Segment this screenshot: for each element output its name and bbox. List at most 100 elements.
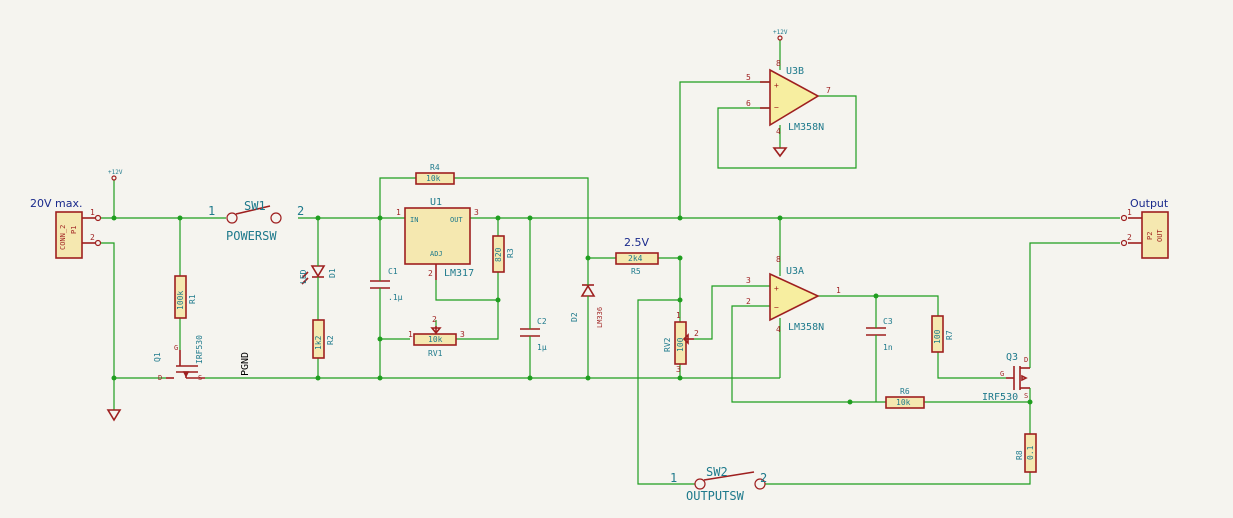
power-symbol-12v-u3: +12V bbox=[773, 29, 788, 41]
wires bbox=[100, 40, 1120, 485]
svg-text:ADJ: ADJ bbox=[430, 250, 443, 258]
svg-text:IRF530: IRF530 bbox=[195, 335, 204, 364]
regulator-u1: IN OUT ADJ U1 LM317 1 2 3 bbox=[396, 197, 479, 280]
svg-text:S: S bbox=[1024, 392, 1028, 400]
resistor-r7: 100 R7 bbox=[931, 315, 954, 353]
svg-text:OUTPUTSW: OUTPUTSW bbox=[686, 489, 745, 503]
resistor-r3: 820 R3 bbox=[492, 235, 515, 273]
svg-text:100: 100 bbox=[933, 329, 942, 344]
pgnd-label: PGND bbox=[240, 352, 251, 376]
zener-d2: D2 LM336 bbox=[570, 282, 604, 328]
svg-text:2: 2 bbox=[746, 297, 751, 306]
svg-text:1: 1 bbox=[670, 471, 677, 485]
svg-text:C3: C3 bbox=[883, 317, 893, 326]
svg-text:RV2: RV2 bbox=[663, 337, 672, 352]
svg-text:3: 3 bbox=[460, 330, 465, 339]
svg-text:R4: R4 bbox=[430, 163, 440, 172]
svg-text:1: 1 bbox=[90, 208, 95, 217]
svg-text:3: 3 bbox=[474, 208, 479, 217]
svg-text:R3: R3 bbox=[506, 248, 515, 258]
capacitor-c3: C3 1n bbox=[866, 317, 893, 352]
svg-text:2: 2 bbox=[694, 329, 699, 338]
vref-label: 2.5V bbox=[624, 236, 649, 249]
svg-text:LM358N: LM358N bbox=[788, 122, 824, 133]
svg-text:4: 4 bbox=[776, 127, 781, 136]
svg-text:R7: R7 bbox=[945, 330, 954, 340]
resistor-r1: 100k R1 bbox=[174, 275, 197, 319]
resistor-r8: 0.1 R8 bbox=[1015, 433, 1037, 473]
ground-symbol-main bbox=[106, 409, 122, 422]
svg-text:LM358N: LM358N bbox=[788, 322, 824, 333]
svg-text:7: 7 bbox=[826, 86, 831, 95]
svg-text:R1: R1 bbox=[188, 294, 197, 304]
opamp-u3a: + − 3 2 1 8 4 U3A LM358N bbox=[746, 255, 841, 334]
svg-text:2: 2 bbox=[90, 233, 95, 242]
svg-text:U3B: U3B bbox=[786, 66, 804, 77]
svg-text:Q3: Q3 bbox=[1006, 352, 1018, 363]
svg-text:6: 6 bbox=[746, 99, 751, 108]
svg-text:−: − bbox=[774, 103, 779, 112]
svg-text:+: + bbox=[774, 81, 779, 90]
svg-text:SW1: SW1 bbox=[244, 199, 266, 213]
svg-text:.1µ: .1µ bbox=[388, 293, 403, 302]
svg-text:100: 100 bbox=[676, 337, 685, 352]
svg-text:10k: 10k bbox=[428, 335, 443, 344]
resistor-r4: 10k R4 bbox=[415, 163, 455, 185]
svg-text:P2: P2 bbox=[1146, 232, 1154, 240]
svg-text:+12V: +12V bbox=[773, 29, 788, 36]
svg-text:D1: D1 bbox=[328, 268, 337, 278]
capacitor-c1: C1 .1µ bbox=[370, 267, 403, 302]
svg-text:8: 8 bbox=[776, 255, 781, 264]
svg-text:2: 2 bbox=[297, 204, 304, 218]
svg-text:−: − bbox=[774, 303, 779, 312]
svg-text:2k4: 2k4 bbox=[628, 254, 643, 263]
svg-text:1k2: 1k2 bbox=[314, 335, 323, 350]
svg-text:U3A: U3A bbox=[786, 266, 804, 277]
output-label: Output bbox=[1130, 197, 1169, 210]
svg-text:1: 1 bbox=[396, 208, 401, 217]
svg-text:U1: U1 bbox=[430, 197, 442, 208]
led-d1: LED D1 bbox=[299, 262, 337, 286]
resistor-r5: 2k4 R5 bbox=[615, 252, 659, 276]
svg-text:LM336: LM336 bbox=[596, 307, 604, 328]
svg-text:POWERSW: POWERSW bbox=[226, 229, 277, 243]
svg-text:IN: IN bbox=[410, 216, 418, 224]
connector-p2: P2 OUT 1 2 bbox=[1120, 208, 1169, 259]
svg-text:G: G bbox=[1000, 370, 1004, 378]
svg-text:1n: 1n bbox=[883, 343, 893, 352]
svg-text:D: D bbox=[1024, 356, 1028, 364]
svg-text:8: 8 bbox=[776, 59, 781, 68]
svg-text:G: G bbox=[174, 344, 178, 352]
svg-text:P1: P1 bbox=[70, 226, 78, 234]
svg-text:IRF530: IRF530 bbox=[982, 392, 1018, 403]
potentiometer-rv1: 10k RV1 1 2 3 bbox=[408, 315, 465, 358]
svg-text:1µ: 1µ bbox=[537, 343, 547, 352]
svg-text:OUT: OUT bbox=[450, 216, 463, 224]
resistor-r6: 10k R6 bbox=[885, 387, 925, 409]
svg-text:820: 820 bbox=[494, 247, 503, 262]
svg-text:LED: LED bbox=[299, 269, 308, 284]
svg-text:RV1: RV1 bbox=[428, 349, 443, 358]
potentiometer-rv2: 100 RV2 1 2 3 bbox=[663, 311, 699, 374]
svg-text:3: 3 bbox=[676, 365, 681, 374]
mosfet-q1: Q1 IRF530 G D S bbox=[153, 335, 205, 382]
svg-text:2: 2 bbox=[432, 315, 437, 324]
svg-text:R8: R8 bbox=[1015, 450, 1024, 460]
svg-text:2: 2 bbox=[760, 471, 767, 485]
connector-p1: CONN_2 P1 1 2 bbox=[55, 208, 102, 259]
svg-text:0.1: 0.1 bbox=[1026, 445, 1035, 460]
capacitor-c2: C2 1µ bbox=[520, 317, 547, 352]
svg-text:1: 1 bbox=[836, 286, 841, 295]
svg-text:CONN_2: CONN_2 bbox=[59, 225, 67, 250]
svg-text:2: 2 bbox=[428, 269, 433, 278]
svg-text:100k: 100k bbox=[176, 291, 185, 310]
svg-text:R6: R6 bbox=[900, 387, 910, 396]
ground-symbol-u3b bbox=[772, 147, 788, 158]
svg-text:1: 1 bbox=[676, 311, 681, 320]
input-label: 20V max. bbox=[30, 197, 82, 210]
svg-text:2: 2 bbox=[1127, 233, 1132, 242]
svg-text:Q1: Q1 bbox=[153, 352, 162, 362]
svg-text:+: + bbox=[774, 284, 779, 293]
switch-sw1: 1 2 SW1 POWERSW bbox=[208, 199, 304, 243]
